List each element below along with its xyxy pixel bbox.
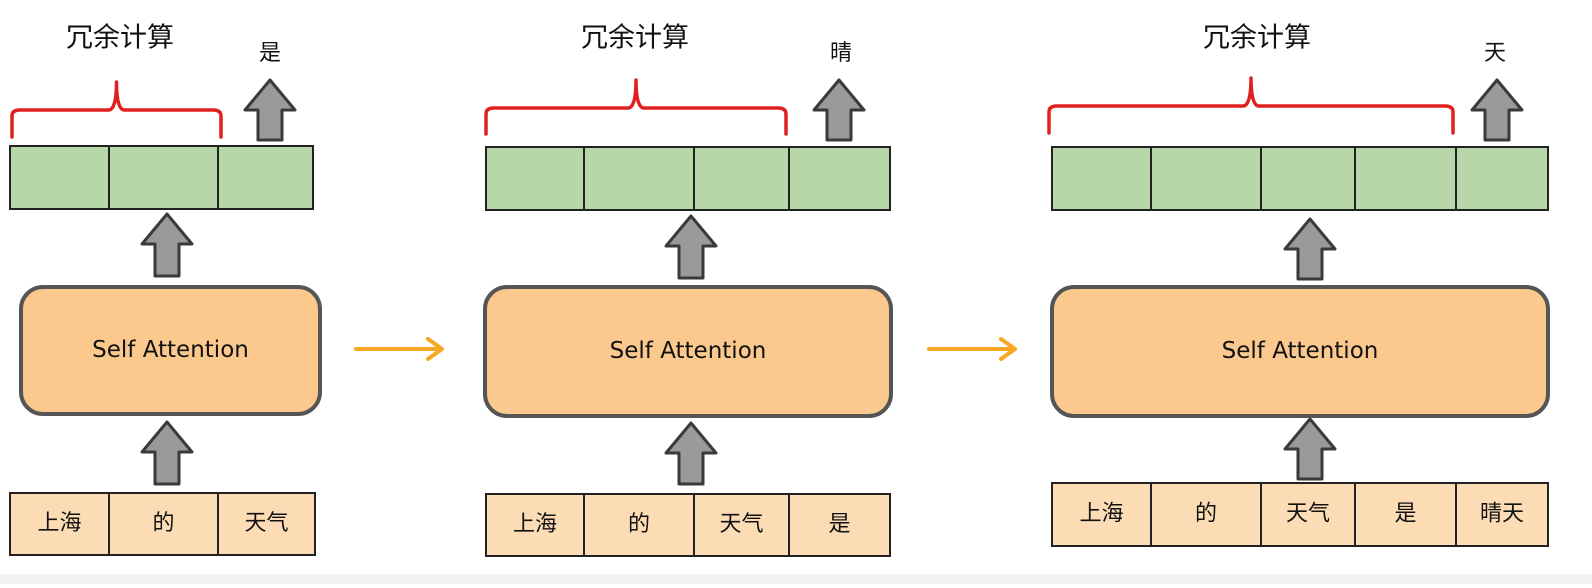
step-3-output-cell	[1051, 146, 1152, 211]
bottom-band	[0, 574, 1592, 584]
step-3-self-attention-block	[1050, 285, 1550, 418]
transition-arrow-1-head	[426, 337, 444, 361]
step-1-output-cell	[9, 145, 110, 210]
step-2-redundant-brace	[484, 78, 788, 136]
step-2-output-cell	[485, 146, 585, 211]
step-3-input-cell	[1051, 482, 1152, 547]
step-2-input-cell	[693, 493, 790, 557]
step-2-input-token: 的	[628, 512, 650, 537]
step-2-attention-out-arrow-icon	[664, 214, 718, 280]
step-3-input-cell	[1455, 482, 1549, 547]
step-1-input-cell	[9, 492, 110, 556]
step-2-self-attention-block	[483, 285, 893, 418]
step-2-self-attention-label: Self Attention	[610, 338, 767, 364]
step-3-output-cell	[1455, 146, 1549, 211]
step-1-input-arrow-icon	[140, 420, 194, 486]
transition-arrow-2-head	[999, 337, 1017, 361]
step-1-input-cell	[217, 492, 316, 556]
step-1-input-cell	[108, 492, 219, 556]
step-2-output-cell	[583, 146, 695, 211]
step-2-redundant-label: 冗余计算	[581, 23, 689, 54]
step-2-input-cell	[485, 493, 585, 557]
step-3-predicted-token: 天	[1484, 41, 1506, 66]
step-3-input-token: 是	[1394, 502, 1416, 527]
step-3-input-arrow-icon	[1283, 417, 1337, 481]
step-2-input-token: 天气	[719, 512, 763, 537]
step-3-input-cell	[1354, 482, 1457, 547]
step-1-predicted-token: 是	[259, 41, 281, 66]
step-3-output-cell	[1354, 146, 1457, 211]
step-2-input-arrow-icon	[664, 421, 718, 486]
step-1-attention-out-arrow-icon	[140, 212, 194, 278]
step-3-input-token: 天气	[1286, 502, 1330, 527]
step-1-input-token: 上海	[37, 511, 81, 536]
step-1-self-attention-block	[19, 285, 322, 416]
step-3-input-token: 的	[1195, 502, 1217, 527]
step-1-self-attention-label: Self Attention	[92, 337, 249, 363]
step-1-input-token: 天气	[244, 511, 288, 536]
step-2-output-cell	[788, 146, 891, 211]
step-2-output-arrow-icon	[812, 78, 866, 142]
step-3-output-cell	[1150, 146, 1262, 211]
step-3-input-cell	[1150, 482, 1262, 547]
step-2-predicted-token: 晴	[830, 41, 852, 66]
step-2-input-cell	[583, 493, 695, 557]
step-3-input-cell	[1260, 482, 1356, 547]
step-1-output-cell	[108, 145, 219, 210]
step-3-attention-out-arrow-icon	[1283, 217, 1337, 281]
step-2-input-cell	[788, 493, 891, 557]
step-1-redundant-brace	[10, 80, 223, 139]
step-1-input-token: 的	[152, 511, 174, 536]
step-1-redundant-label: 冗余计算	[66, 23, 174, 54]
step-3-output-cell	[1260, 146, 1356, 211]
step-3-input-token: 晴天	[1480, 502, 1524, 527]
step-2-input-token: 是	[828, 512, 850, 537]
step-3-self-attention-label: Self Attention	[1222, 338, 1379, 364]
step-3-redundant-label: 冗余计算	[1203, 23, 1311, 54]
step-3-input-token: 上海	[1079, 502, 1123, 527]
step-2-input-token: 上海	[513, 512, 557, 537]
step-1-output-cell	[217, 145, 314, 210]
step-2-output-cell	[693, 146, 790, 211]
step-3-output-arrow-icon	[1470, 78, 1524, 142]
step-3-redundant-brace	[1047, 76, 1455, 135]
step-1-output-arrow-icon	[243, 78, 297, 142]
